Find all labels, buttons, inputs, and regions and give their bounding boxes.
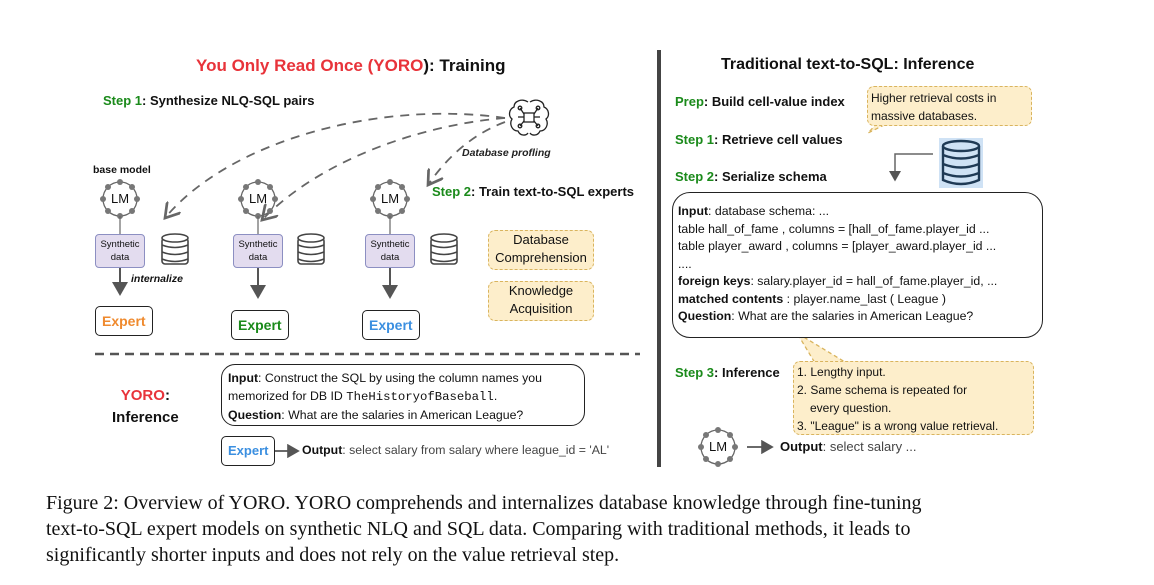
step1-retrieve-label: Step 1: Retrieve cell values	[675, 132, 843, 147]
issues-callout: 1. Lengthy input. 2. Same schema is repe…	[793, 361, 1034, 435]
lm-node-1: LM	[110, 191, 130, 206]
profiling-arrow-1	[165, 112, 506, 218]
left-panel-title: You Only Read Once (YORO): Training	[196, 56, 506, 75]
cell-value-index-database-icon	[941, 139, 981, 186]
expert-green: Expert	[231, 310, 289, 340]
prep-label: Prep: Build cell-value index	[675, 94, 845, 109]
yoro-input-box: Input: Construct the SQL by using the co…	[221, 364, 585, 426]
lm-node-right: LM	[708, 439, 728, 454]
database-profiling-label: Database profling	[462, 147, 551, 159]
profiling-arrow-3	[428, 121, 506, 185]
traditional-output: Output: select salary ...	[780, 439, 917, 454]
expert-orange: Expert	[95, 306, 153, 336]
figure-caption: Figure 2: Overview of YORO. YORO compreh…	[46, 492, 922, 566]
step2-serialize-label: Step 2: Serialize schema	[675, 169, 827, 184]
expert-inference: Expert	[221, 436, 276, 466]
retrieval-cost-callout: Higher retrieval costs in massive databa…	[867, 86, 1032, 126]
step2-train-label: Step 2: Train text-to-SQL experts	[432, 184, 635, 199]
yoro-output: Output: select salary from salary where …	[302, 443, 610, 457]
lm-node-2: LM	[248, 191, 268, 206]
internalize-label: internalize	[131, 273, 183, 285]
lm-node-3: LM	[380, 191, 400, 206]
yoro-inference-title: YORO: Inference	[112, 387, 179, 426]
db-id: TheHistoryofBaseball	[346, 390, 494, 404]
expert-blue: Expert	[362, 310, 420, 340]
step1-synthesize-label: Step 1: Synthesize NLQ-SQL pairs	[103, 93, 315, 108]
lm-node-icon-right	[698, 427, 738, 467]
database-icon-2	[297, 233, 325, 265]
profiling-arrow-2	[262, 117, 506, 220]
right-panel-title: Traditional text-to-SQL: Inference	[721, 56, 975, 73]
base-model-label: base model	[93, 164, 151, 176]
database-icon-1	[161, 233, 189, 265]
retrieve-arrow	[889, 153, 933, 182]
step3-inference-label: Step 3: Inference	[675, 365, 780, 380]
database-icon-3	[430, 233, 458, 265]
brain-chip-icon	[508, 99, 550, 136]
traditional-input-box: Input: database schema: ... table hall_o…	[672, 192, 1043, 338]
